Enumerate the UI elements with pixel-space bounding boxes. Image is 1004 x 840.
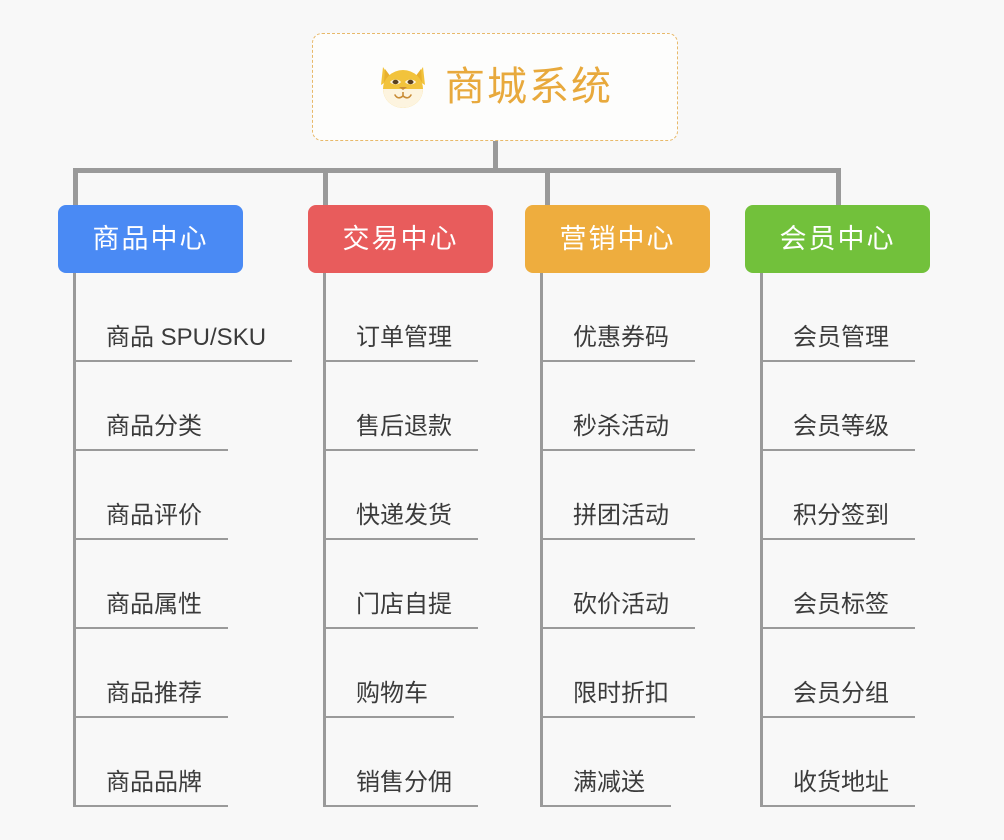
list-item[interactable]: 会员标签 bbox=[763, 540, 930, 629]
leaf-label: 会员分组 bbox=[763, 682, 915, 718]
leaf-label: 秒杀活动 bbox=[543, 415, 695, 451]
leaf-label: 满减送 bbox=[543, 771, 671, 807]
list-item[interactable]: 优惠券码 bbox=[543, 273, 710, 362]
leaf-label: 订单管理 bbox=[326, 326, 478, 362]
category-header-product-center[interactable]: 商品中心 bbox=[58, 205, 243, 273]
leaf-label: 商品推荐 bbox=[76, 682, 228, 718]
list-item[interactable]: 限时折扣 bbox=[543, 629, 710, 718]
root-title: 商城系统 bbox=[445, 65, 613, 109]
leaf-label: 优惠券码 bbox=[543, 326, 695, 362]
list-item[interactable]: 订单管理 bbox=[326, 273, 493, 362]
list-item[interactable]: 商品推荐 bbox=[76, 629, 292, 718]
list-item[interactable]: 快递发货 bbox=[326, 451, 493, 540]
list-item[interactable]: 满减送 bbox=[543, 718, 710, 807]
leaf-label: 商品分类 bbox=[76, 415, 228, 451]
leaf-label: 积分签到 bbox=[763, 504, 915, 540]
leaf-label: 销售分佣 bbox=[326, 771, 478, 807]
connector-drop-marketing-center bbox=[545, 168, 550, 205]
category-label: 交易中心 bbox=[342, 223, 459, 254]
list-item[interactable]: 商品评价 bbox=[76, 451, 292, 540]
connector-drop-product-center bbox=[73, 168, 78, 205]
shiba-dog-icon bbox=[381, 67, 425, 108]
list-item[interactable]: 会员等级 bbox=[763, 362, 930, 451]
list-item[interactable]: 商品品牌 bbox=[76, 718, 292, 807]
leaf-label: 限时折扣 bbox=[543, 682, 695, 718]
list-item[interactable]: 会员管理 bbox=[763, 273, 930, 362]
category-label: 会员中心 bbox=[779, 223, 896, 254]
leaf-label: 会员等级 bbox=[763, 415, 915, 451]
leaf-label: 售后退款 bbox=[326, 415, 478, 451]
column-marketing-center: 营销中心 优惠券码 秒杀活动 拼团活动 砍价活动 限时折扣 满减送 bbox=[525, 205, 710, 807]
connector-drop-trade-center bbox=[323, 168, 328, 205]
list-item[interactable]: 商品分类 bbox=[76, 362, 292, 451]
column-product-center: 商品中心 商品 SPU/SKU 商品分类 商品评价 商品属性 商品推荐 商品品牌 bbox=[58, 205, 293, 807]
connector-bus bbox=[73, 168, 841, 173]
list-item[interactable]: 购物车 bbox=[326, 629, 493, 718]
column-trade-center: 交易中心 订单管理 售后退款 快递发货 门店自提 购物车 销售分佣 bbox=[308, 205, 493, 807]
leaf-label: 商品品牌 bbox=[76, 771, 228, 807]
list-item[interactable]: 秒杀活动 bbox=[543, 362, 710, 451]
leaf-label: 快递发货 bbox=[326, 504, 478, 540]
leaf-list-product-center: 商品 SPU/SKU 商品分类 商品评价 商品属性 商品推荐 商品品牌 bbox=[73, 273, 293, 807]
connector-drop-member-center bbox=[836, 168, 841, 205]
list-item[interactable]: 门店自提 bbox=[326, 540, 493, 629]
leaf-label: 商品评价 bbox=[76, 504, 228, 540]
list-item[interactable]: 商品属性 bbox=[76, 540, 292, 629]
leaf-list-member-center: 会员管理 会员等级 积分签到 会员标签 会员分组 收货地址 bbox=[760, 273, 930, 807]
leaf-label: 收货地址 bbox=[763, 771, 915, 807]
list-item[interactable]: 拼团活动 bbox=[543, 451, 710, 540]
column-member-center: 会员中心 会员管理 会员等级 积分签到 会员标签 会员分组 收货地址 bbox=[745, 205, 930, 807]
leaf-label: 商品属性 bbox=[76, 593, 228, 629]
list-item[interactable]: 售后退款 bbox=[326, 362, 493, 451]
list-item[interactable]: 砍价活动 bbox=[543, 540, 710, 629]
leaf-label: 拼团活动 bbox=[543, 504, 695, 540]
leaf-label: 会员管理 bbox=[763, 326, 915, 362]
category-label: 商品中心 bbox=[92, 223, 209, 254]
leaf-label: 会员标签 bbox=[763, 593, 915, 629]
list-item[interactable]: 收货地址 bbox=[763, 718, 930, 807]
list-item[interactable]: 会员分组 bbox=[763, 629, 930, 718]
list-item[interactable]: 积分签到 bbox=[763, 451, 930, 540]
leaf-label: 商品 SPU/SKU bbox=[76, 326, 293, 362]
list-item[interactable]: 商品 SPU/SKU bbox=[76, 273, 293, 362]
leaf-label: 门店自提 bbox=[326, 593, 478, 629]
leaf-list-marketing-center: 优惠券码 秒杀活动 拼团活动 砍价活动 限时折扣 满减送 bbox=[540, 273, 710, 807]
category-label: 营销中心 bbox=[559, 223, 676, 254]
root-node[interactable]: 商城系统 bbox=[312, 33, 678, 141]
leaf-label: 购物车 bbox=[326, 682, 454, 718]
category-header-member-center[interactable]: 会员中心 bbox=[745, 205, 930, 273]
connector-root-stem bbox=[493, 141, 498, 170]
list-item[interactable]: 销售分佣 bbox=[326, 718, 493, 807]
category-header-trade-center[interactable]: 交易中心 bbox=[308, 205, 493, 273]
leaf-list-trade-center: 订单管理 售后退款 快递发货 门店自提 购物车 销售分佣 bbox=[323, 273, 493, 807]
leaf-label: 砍价活动 bbox=[543, 593, 695, 629]
category-header-marketing-center[interactable]: 营销中心 bbox=[525, 205, 710, 273]
